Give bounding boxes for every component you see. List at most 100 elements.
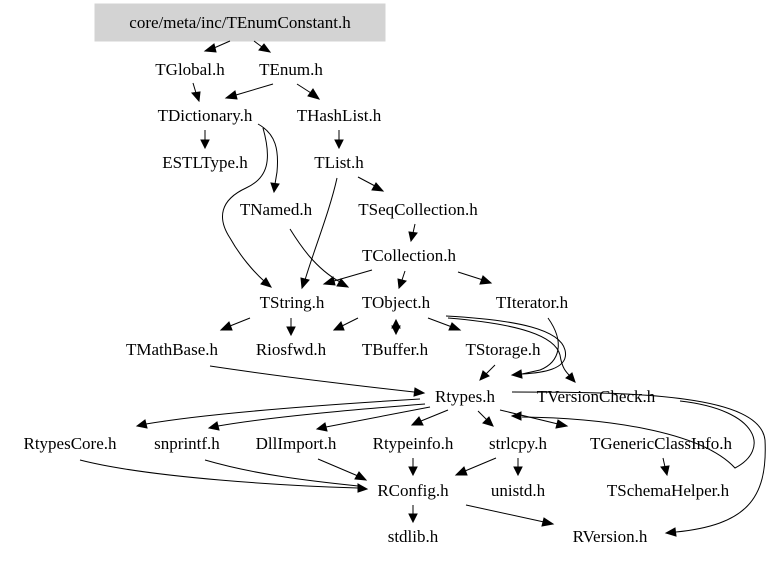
arrowhead [479,275,493,285]
node-unistd[interactable]: unistd.h [491,481,546,500]
arrowhead [315,422,328,432]
node-tseqcollection[interactable]: TSeqCollection.h [358,200,478,219]
arrowhead [224,90,238,100]
node-rtypes[interactable]: Rtypes.h [435,387,495,406]
node-rtypeinfo[interactable]: Rtypeinfo.h [373,434,454,453]
edge-tdictionary-tnamed [257,123,278,185]
arrowhead [664,527,677,537]
arrowhead [391,318,401,329]
node-tlist[interactable]: TList.h [314,153,364,172]
edge-tstring-tmathbase [229,317,251,327]
edge-tseqcollection-tcollection [412,223,416,234]
node-rversion[interactable]: RVersion.h [573,527,648,546]
edge-tdictionary-tstring [222,127,268,282]
node-dllimport[interactable]: DllImport.h [256,434,337,453]
root-node-box [94,3,386,42]
arrowhead [448,322,462,331]
edge-rtypes-dllimport [325,406,431,428]
edge-rtypescore-rconfig [79,459,359,489]
edge-tobject-riosfwd [341,317,359,327]
arrowhead [513,466,523,477]
node-tcollection[interactable]: TCollection.h [362,246,456,265]
node-titerator[interactable]: TIterator.h [496,293,569,312]
node-tversioncheck[interactable]: TVersionCheck.h [537,387,656,406]
edge-rconfig-rversion [465,504,545,523]
arrowhead [270,182,280,194]
arrowhead [336,278,350,288]
arrowhead [510,369,523,379]
node-tenum[interactable]: TEnum.h [259,60,323,79]
arrowhead [286,326,296,337]
arrowhead [322,276,336,286]
arrowhead [408,466,418,477]
node-tglobal[interactable]: TGlobal.h [155,60,225,79]
arrowhead [357,483,369,493]
edge-rtypes-rversion [511,391,766,533]
node-strlcpy[interactable]: strlcpy.h [489,434,547,453]
edge-tcollection-titerator [457,271,484,281]
node-tmathbase[interactable]: TMathBase.h [126,340,219,359]
arrowhead [191,91,201,103]
node-tstorage[interactable]: TStorage.h [465,340,541,359]
edge-tobject-tstorage [427,317,453,328]
edge-tmathbase-rtypes [209,365,415,393]
arrowhead [334,139,344,150]
edge-tnamed-tobject [289,228,341,283]
edges [79,40,766,537]
node-thashlist[interactable]: THashList.h [297,106,382,125]
edge-dllimport-rconfig [317,458,359,477]
arrowhead [258,43,272,53]
node-tbuffer[interactable]: TBuffer.h [362,340,429,359]
edge-rtypes-rtypescore [145,398,421,425]
edge-tlist-tstring [304,177,338,281]
edge-tcollection-tobject [401,270,406,281]
node-tobject[interactable]: TObject.h [362,293,431,312]
node-riosfwd[interactable]: Riosfwd.h [256,340,327,359]
edge-tglobal-tdictionary [192,82,197,94]
arrowhead [371,182,385,192]
arrowhead [555,419,569,429]
edge-rtypes-rtypeinfo [420,409,449,422]
arrowhead [454,466,468,476]
arrowhead [408,513,418,524]
edge-strlcpy-rconfig [464,457,497,472]
arrowhead [203,43,217,53]
arrowhead [200,139,210,150]
arrowhead [219,321,233,331]
node-estltype[interactable]: ESTLType.h [162,153,248,172]
arrowhead [397,278,407,290]
edge-root-tglobal [213,40,231,49]
node-tnamed[interactable]: TNamed.h [240,200,313,219]
edge-tlist-tseqcollection [357,176,376,187]
arrowhead [354,471,368,481]
edge-snprintf-rconfig [204,459,359,487]
node-tstring[interactable]: TString.h [260,293,325,312]
node-stdlib[interactable]: stdlib.h [388,527,439,546]
edge-root-tenum [253,40,263,48]
edge-tcollection-tstring [333,269,373,282]
edge-tversioncheck-rtypes [521,400,755,469]
arrowhead [479,370,490,381]
arrowhead [660,465,670,477]
arrowhead [408,231,418,243]
edge-titerator-rtypes [521,317,559,375]
node-root[interactable]: core/meta/inc/TEnumConstant.h [94,3,386,42]
node-tgenericclassinfo[interactable]: TGenericClassInfo.h [590,434,733,453]
arrowhead [541,517,555,527]
edge-tgenericclassinfo-tschemahelper [662,457,666,468]
arrowhead [135,419,148,429]
node-label-root: core/meta/inc/TEnumConstant.h [129,13,351,32]
node-rconfig[interactable]: RConfig.h [377,481,449,500]
node-snprintf[interactable]: snprintf.h [154,434,220,453]
arrowhead [207,421,220,431]
arrowhead [332,321,345,331]
node-rtypescore[interactable]: RtypesCore.h [23,434,117,453]
node-tdictionary[interactable]: TDictionary.h [158,106,253,125]
edge-tstorage-rtypes [485,364,496,375]
edge-rtypes-snprintf [217,403,426,427]
edge-tenum-tdictionary [235,83,274,96]
node-tschemahelper[interactable]: TSchemaHelper.h [607,481,730,500]
arrowhead [565,372,576,383]
arrowhead [410,416,424,426]
